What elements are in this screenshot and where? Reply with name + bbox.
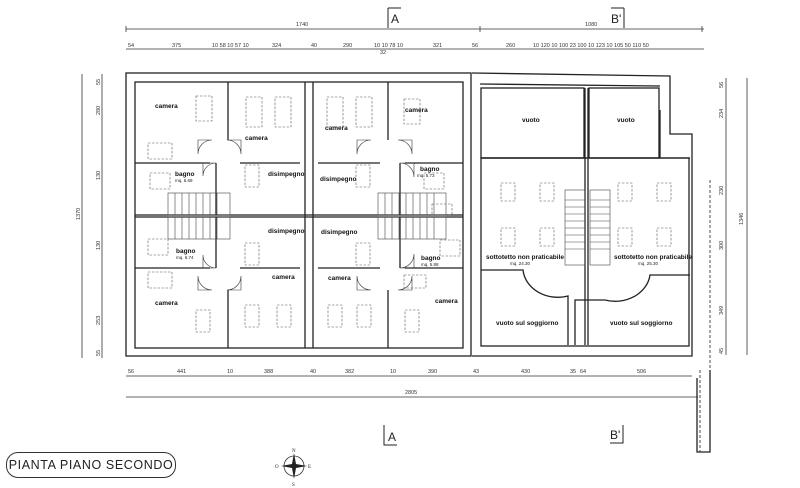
room-camera-3: camera xyxy=(325,125,348,132)
svg-text:mq. 6.69: mq. 6.69 xyxy=(175,178,193,183)
room-vuoto-soggiorno-2: vuoto sul soggiorno xyxy=(610,320,672,327)
room-bagno-2: bagno xyxy=(420,166,440,173)
svg-text:64: 64 xyxy=(580,369,586,375)
room-bagno-3: bagno xyxy=(176,248,196,255)
svg-text:mq. 6.74: mq. 6.74 xyxy=(176,255,194,260)
right-dimension-lines xyxy=(725,78,748,355)
section-markers: A B' A B' xyxy=(383,7,625,446)
room-camera-4: camera xyxy=(405,107,428,114)
svg-text:324: 324 xyxy=(272,43,281,49)
svg-text:B': B' xyxy=(611,12,621,26)
svg-text:A: A xyxy=(388,430,396,444)
room-camera-8: camera xyxy=(435,298,458,305)
svg-text:E: E xyxy=(308,465,311,470)
svg-text:280: 280 xyxy=(96,106,102,115)
compass-icon: N S E O xyxy=(275,449,311,488)
svg-text:S: S xyxy=(292,483,295,488)
svg-text:234: 234 xyxy=(719,109,725,118)
svg-text:441: 441 xyxy=(177,369,186,375)
svg-text:230: 230 xyxy=(719,186,725,195)
svg-text:10: 10 xyxy=(227,369,233,375)
svg-text:mq. 25.30: mq. 25.30 xyxy=(638,261,659,266)
svg-text:43: 43 xyxy=(473,369,479,375)
svg-text:10 10 78 10: 10 10 78 10 xyxy=(374,43,403,49)
svg-text:mq. 5.88: mq. 5.88 xyxy=(421,262,439,267)
room-disimpegno-4: disimpegno xyxy=(321,229,358,236)
svg-text:253: 253 xyxy=(96,316,102,325)
svg-text:55: 55 xyxy=(96,350,102,356)
stairs xyxy=(167,189,611,266)
room-disimpegno-3: disimpegno xyxy=(268,228,305,235)
svg-text:290: 290 xyxy=(343,43,352,49)
svg-text:mq. 24.30: mq. 24.30 xyxy=(510,261,531,266)
svg-text:N: N xyxy=(292,449,296,454)
svg-text:130: 130 xyxy=(96,171,102,180)
svg-text:321: 321 xyxy=(433,43,442,49)
top-dimension-lines xyxy=(125,26,704,50)
svg-text:55: 55 xyxy=(96,79,102,85)
section-marker-b-top: B' xyxy=(611,7,625,28)
room-camera-2: camera xyxy=(245,135,268,142)
room-camera-6: camera xyxy=(272,274,295,281)
room-camera-7: camera xyxy=(328,275,351,282)
svg-text:1740: 1740 xyxy=(296,22,308,28)
svg-text:349: 349 xyxy=(719,306,725,315)
svg-text:2805: 2805 xyxy=(405,390,417,396)
svg-text:375: 375 xyxy=(172,43,181,49)
room-vuoto-soggiorno-1: vuoto sul soggiorno xyxy=(496,320,558,327)
room-bagno-1: bagno xyxy=(175,171,195,178)
svg-text:300: 300 xyxy=(719,241,725,250)
svg-text:mq. 5.73: mq. 5.73 xyxy=(417,173,435,178)
svg-text:56: 56 xyxy=(719,82,725,88)
svg-text:382: 382 xyxy=(345,369,354,375)
svg-text:260: 260 xyxy=(506,43,515,49)
svg-text:B': B' xyxy=(610,428,620,442)
room-vuoto-1: vuoto xyxy=(522,117,540,124)
svg-text:54: 54 xyxy=(128,43,134,49)
svg-text:390: 390 xyxy=(428,369,437,375)
svg-text:388: 388 xyxy=(264,369,273,375)
svg-text:1346: 1346 xyxy=(739,213,745,225)
svg-text:10 120 10 100 23 100 10: 10 120 10 100 23 100 10 123 10 105 50 11… xyxy=(533,43,649,49)
svg-text:35: 35 xyxy=(570,369,576,375)
left-dimension-lines xyxy=(81,74,103,358)
skylights xyxy=(147,95,672,333)
svg-text:506: 506 xyxy=(637,369,646,375)
svg-text:40: 40 xyxy=(310,369,316,375)
svg-text:1370: 1370 xyxy=(76,208,82,220)
svg-text:10 58 10 57 10: 10 58 10 57 10 xyxy=(212,43,249,49)
room-disimpegno-2: disimpegno xyxy=(320,176,357,183)
svg-text:430: 430 xyxy=(521,369,530,375)
door-swings xyxy=(197,139,415,291)
section-marker-a-top: A xyxy=(387,7,401,28)
svg-text:56: 56 xyxy=(472,43,478,49)
room-sottotetto-2: sottotetto non praticabile xyxy=(614,254,692,261)
svg-text:10: 10 xyxy=(390,369,396,375)
room-bagno-4: bagno xyxy=(421,255,441,262)
room-camera-5: camera xyxy=(155,300,178,307)
svg-text:A: A xyxy=(391,12,399,26)
section-marker-a-bottom: A xyxy=(383,425,397,446)
room-labels: camera camera camera camera bagno mq. 6.… xyxy=(155,103,692,327)
svg-text:O: O xyxy=(275,465,279,470)
bottom-dimension-lines xyxy=(126,375,698,398)
svg-text:40: 40 xyxy=(311,43,317,49)
section-marker-b-bottom: B' xyxy=(610,425,624,444)
building-walls xyxy=(125,72,711,453)
room-vuoto-2: vuoto xyxy=(617,117,635,124)
room-disimpegno-1: disimpegno xyxy=(268,171,305,178)
svg-text:32: 32 xyxy=(380,50,386,56)
plan-title: PIANTA PIANO SECONDO xyxy=(6,452,176,478)
svg-text:45: 45 xyxy=(719,348,725,354)
room-sottotetto-1: sottotetto non praticabile xyxy=(486,254,564,261)
dimension-text: 1740 1080 54 375 10 58 10 57 10 324 40 2… xyxy=(76,22,745,396)
room-camera-1: camera xyxy=(155,103,178,110)
svg-text:56: 56 xyxy=(128,369,134,375)
svg-text:1080: 1080 xyxy=(585,22,597,28)
svg-text:130: 130 xyxy=(96,241,102,250)
